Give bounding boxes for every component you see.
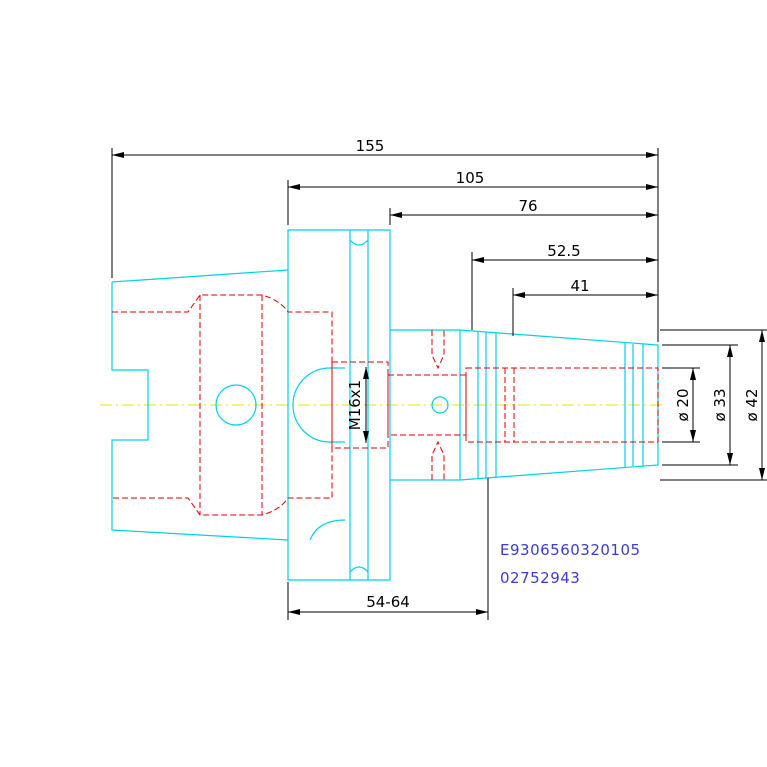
dim-105-label: 105 — [456, 169, 485, 187]
holder-outline — [111, 229, 659, 581]
hidden-features — [112, 294, 659, 516]
thread-label: M16x1 — [346, 380, 364, 430]
dia-42-label: ø 42 — [743, 388, 761, 421]
dim-155-label: 155 — [356, 137, 385, 155]
dia-20-label: ø 20 — [674, 388, 692, 421]
dim-54-64-label: 54-64 — [366, 593, 410, 611]
part-code-2: 02752943 — [500, 569, 580, 587]
dim-41-label: 41 — [570, 277, 589, 295]
part-code-1: E9306560320105 — [500, 541, 641, 559]
dim-76-label: 76 — [518, 197, 537, 215]
dimension-lines — [111, 148, 767, 620]
dia-33-label: ø 33 — [711, 388, 729, 421]
dim-52-5-label: 52.5 — [547, 242, 580, 260]
